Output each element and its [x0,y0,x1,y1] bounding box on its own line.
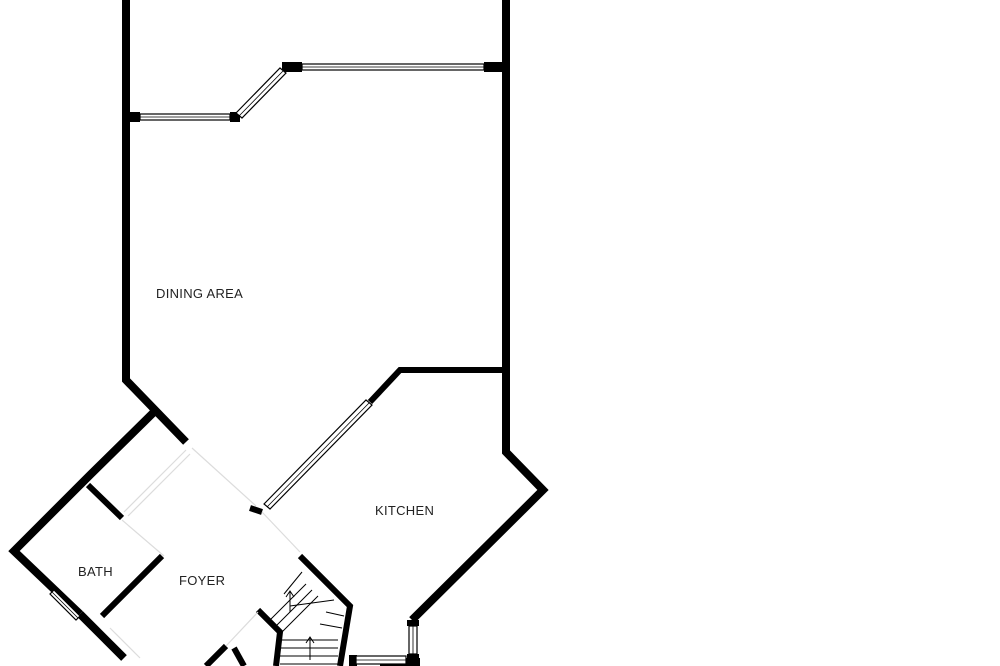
wall-dining-left [122,0,189,445]
interior-walls [85,367,502,666]
window-top-left [126,112,240,122]
opening-bath-lower [109,627,141,659]
window-bay-angled [235,67,287,119]
window-entry [355,655,407,665]
wall-bath-inner [85,482,125,521]
window-top-long [282,62,504,72]
windows [49,62,504,665]
wall-dining-right [409,0,549,623]
label-bath: BATH [78,564,113,579]
wall-stair-right [297,553,354,666]
wall-bath-lower [77,611,127,661]
opening-foyer-dining [191,447,257,507]
window-kitchen-diagonal [263,399,373,510]
openings [109,447,301,659]
label-foyer: FOYER [179,573,225,588]
stairs [269,571,345,665]
wall-bath-partition [99,553,165,619]
opening-bath-door-2 [127,453,191,517]
opening-foyer-kitchen [261,511,301,553]
label-dining-area: DINING AREA [156,286,243,301]
wall-bath-outer [8,410,156,617]
wall-kitchen-top [367,367,502,405]
opening-bath-foyer [121,519,165,557]
room-labels: DINING AREA KITCHEN BATH FOYER [78,286,434,588]
opening-bath-door [123,449,187,513]
wall-stair-left [255,607,284,666]
wall-kitchen-divider [249,505,263,515]
label-kitchen: KITCHEN [375,503,434,518]
window-kitchen-small [407,620,419,660]
opening-foyer-lower [225,611,259,647]
wall-closet-lower [231,646,247,666]
wall-foyer-lower [203,643,229,666]
window-bath [49,589,81,621]
